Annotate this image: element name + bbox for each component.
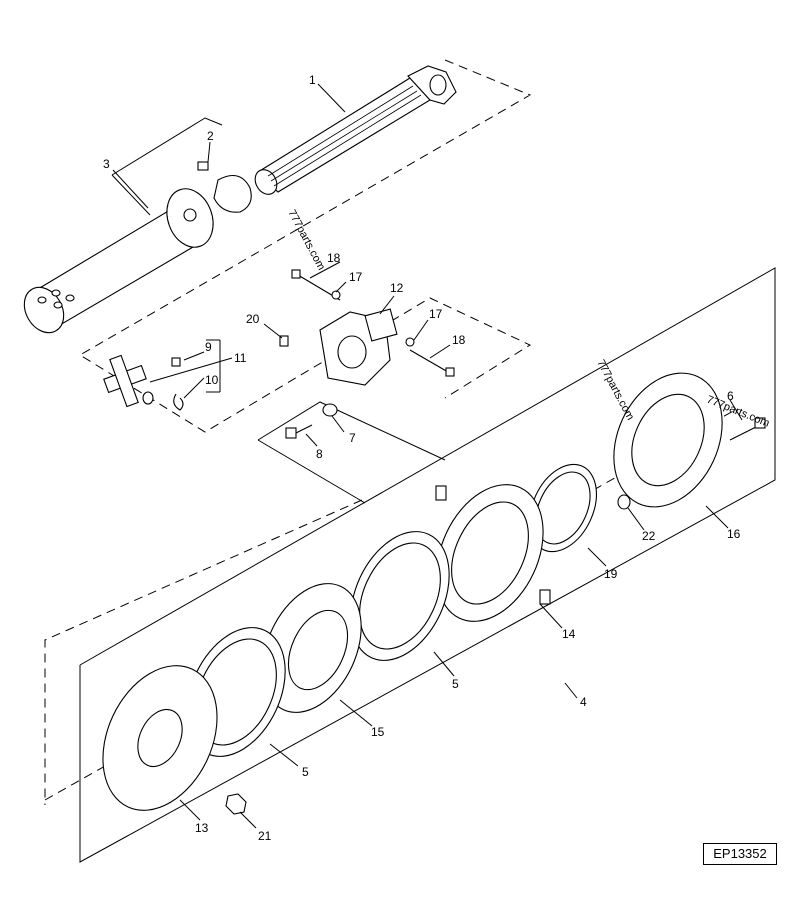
callout-22: 22 [642,529,656,543]
pressure-plate-part-14 [435,484,551,622]
nut-part-17-upper [331,290,341,300]
callout-4: 4 [580,695,587,709]
grease-fitting-part-20 [279,335,289,347]
callout-9: 9 [205,340,212,354]
callout-2: 2 [207,129,214,143]
callout-5-lower: 5 [302,765,309,779]
driveshaft-group-outline [79,59,532,433]
housing-part-13 [102,665,218,811]
yoke-subgroup-frame [257,401,446,461]
snap-ring-part-10 [173,393,184,411]
cross-kit-part-11 [103,354,154,408]
plate-part-16 [613,372,723,508]
callout-17-upper: 17 [349,270,363,284]
callout-14: 14 [562,627,576,641]
callout-15: 15 [371,725,385,739]
callout-12: 12 [390,281,404,295]
nut-part-17-lower [405,337,415,347]
callout-18-upper: 18 [327,251,341,265]
nut-part-21 [225,793,247,815]
callout-16: 16 [727,527,741,541]
tube-part-3 [23,188,214,334]
callout-11: 11 [234,351,247,365]
clutch-group-outline [44,499,363,805]
bolt-part-18-lower [409,349,455,377]
clip-part-2 [197,161,252,213]
bolt-part-6 [729,417,766,441]
callout-21: 21 [258,829,272,843]
tube-group-frame-lower [111,174,151,216]
callout-5-upper: 5 [452,677,459,691]
splined-shaft-part-1 [254,65,457,195]
callout-13: 13 [195,821,209,835]
figure-code-label: EP13352 [703,843,777,865]
callout-18-lower: 18 [452,333,466,347]
callout-19: 19 [604,567,618,581]
callout-6: 6 [727,389,734,403]
callout-3: 3 [103,157,110,171]
callout-17-lower: 17 [429,307,443,321]
fitting-part-9 [171,357,181,367]
flange-yoke-part-12 [319,308,398,386]
tube-group-frame [111,117,223,176]
ring-part-19 [529,463,597,553]
bolt-subgroup-frame [257,439,366,504]
washer-part-7 [322,403,338,417]
callout-10: 10 [205,373,219,387]
bolt-part-8 [285,424,313,439]
clutch-assembly-frame [79,267,776,863]
watermark-1: 777parts.com [285,208,327,272]
disc-part-5-upper [350,531,450,661]
watermark-2: 777parts.com [594,358,636,422]
washer-part-22 [617,494,631,510]
callout-7: 7 [349,431,356,445]
callout-20: 20 [246,312,260,326]
callout-8: 8 [316,447,323,461]
leader-lines [112,83,743,829]
disc-part-15 [262,583,362,713]
callout-1: 1 [309,73,316,87]
